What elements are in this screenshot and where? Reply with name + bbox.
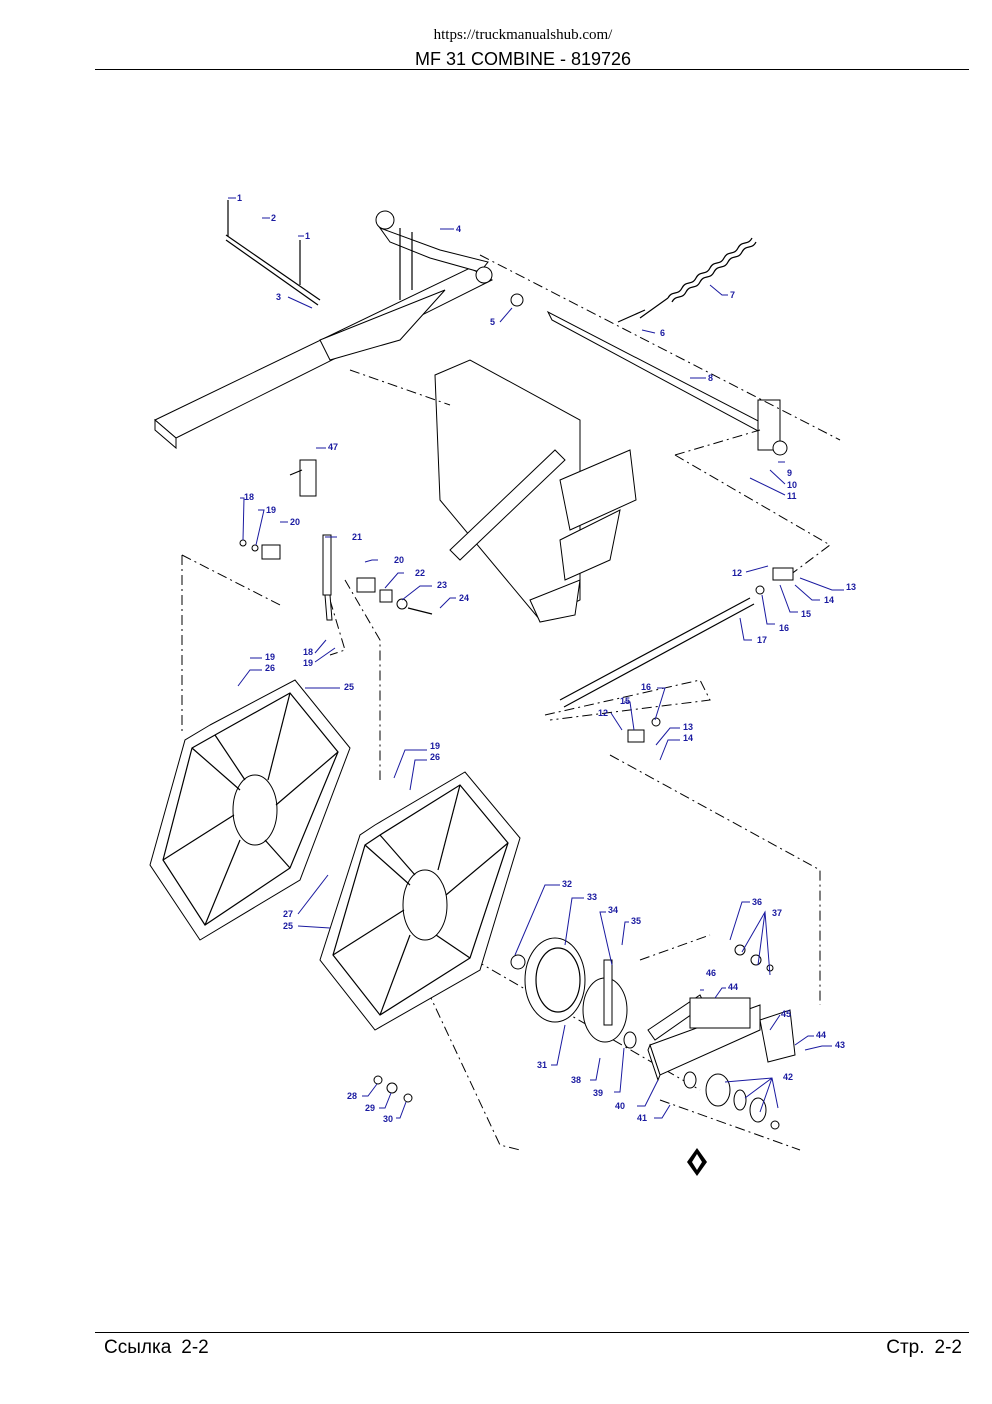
callout: 34: [608, 905, 618, 915]
callout-labels: 1 2 1 3 4 5 6 7 8 9 10 11 47 18 19 20 21…: [228, 193, 856, 1124]
callout: 44: [728, 982, 738, 992]
callout: 42: [783, 1072, 793, 1082]
callout: 1: [237, 193, 242, 203]
page-label: Стр.: [886, 1337, 925, 1358]
callout: 25: [344, 682, 354, 692]
callout: 4: [456, 224, 461, 234]
footer-rule: [95, 1332, 969, 1333]
callout: 39: [593, 1088, 603, 1098]
callout: 23: [437, 580, 447, 590]
callout: 15: [801, 609, 811, 619]
callout: 15: [620, 696, 630, 706]
callout: 19: [266, 505, 276, 515]
callout: 47: [328, 442, 338, 452]
callout: 28: [347, 1091, 357, 1101]
callout: 12: [732, 568, 742, 578]
callout: 45: [781, 1009, 791, 1019]
callout: 1: [305, 231, 310, 241]
callout: 46: [706, 968, 716, 978]
callout: 2: [271, 213, 276, 223]
spring: [617, 237, 757, 323]
callout: 16: [641, 682, 651, 692]
ref-label: Ссылка: [104, 1337, 172, 1358]
callout: 26: [430, 752, 440, 762]
shaft: [510, 293, 788, 456]
callout: 20: [394, 555, 404, 565]
callout: 14: [824, 595, 834, 605]
callout: 18: [303, 647, 313, 657]
callout: 10: [787, 480, 797, 490]
adjust-rod: [559, 567, 794, 743]
callout: 29: [365, 1103, 375, 1113]
callout: 30: [383, 1114, 393, 1124]
callout: 24: [459, 593, 469, 603]
callout: 41: [637, 1113, 647, 1123]
callout: 13: [683, 722, 693, 732]
callout: 19: [265, 652, 275, 662]
callout: 8: [708, 373, 713, 383]
callout: 19: [303, 658, 313, 668]
source-url: https://truckmanualshub.com/: [433, 27, 613, 43]
callout: 43: [835, 1040, 845, 1050]
rod: [225, 200, 321, 306]
callout: 26: [265, 663, 275, 673]
callout: 27: [283, 909, 293, 919]
callout: 32: [562, 879, 572, 889]
callout: 13: [846, 582, 856, 592]
callout: 44: [816, 1030, 826, 1040]
hub-assembly: [510, 937, 796, 1130]
document-title: MF 31 COMBINE - 819726: [414, 49, 632, 69]
ref-value: 2-2: [181, 1337, 209, 1358]
callout: 19: [430, 741, 440, 751]
callout: 40: [615, 1101, 625, 1111]
footer-page: Стр. 2-2: [876, 1337, 962, 1359]
callout: 6: [660, 328, 665, 338]
callout: 18: [244, 492, 254, 502]
callout: 31: [537, 1060, 547, 1070]
reel-support-arm: [154, 210, 494, 450]
callout: 33: [587, 892, 597, 902]
callout: 20: [290, 517, 300, 527]
callout: 3: [276, 292, 281, 302]
footer-reference: Ссылка 2-2: [104, 1337, 209, 1359]
header-rule: [95, 69, 969, 70]
callout: 21: [352, 532, 362, 542]
callout: 5: [490, 317, 495, 327]
callout: 16: [779, 623, 789, 633]
callout: 14: [683, 733, 693, 743]
callout: 36: [752, 897, 762, 907]
callout: 12: [598, 708, 608, 718]
page-value: 2-2: [934, 1337, 962, 1358]
callout: 37: [772, 908, 782, 918]
callout: 17: [757, 635, 767, 645]
callout: 9: [787, 468, 792, 478]
callout: 25: [283, 921, 293, 931]
center-frame: [434, 359, 637, 623]
callout: 35: [631, 916, 641, 926]
bracket: [289, 459, 317, 497]
hub-bolts: [373, 1075, 413, 1103]
callout: 11: [787, 491, 797, 501]
callout: 22: [415, 568, 425, 578]
fastener-cluster: [239, 534, 433, 621]
callout: 7: [730, 290, 735, 300]
direction-arrow-icon: [687, 1148, 707, 1176]
callout: 38: [571, 1075, 581, 1085]
reel-spider-left: [149, 679, 351, 941]
reel-spider-right: [319, 771, 521, 1031]
